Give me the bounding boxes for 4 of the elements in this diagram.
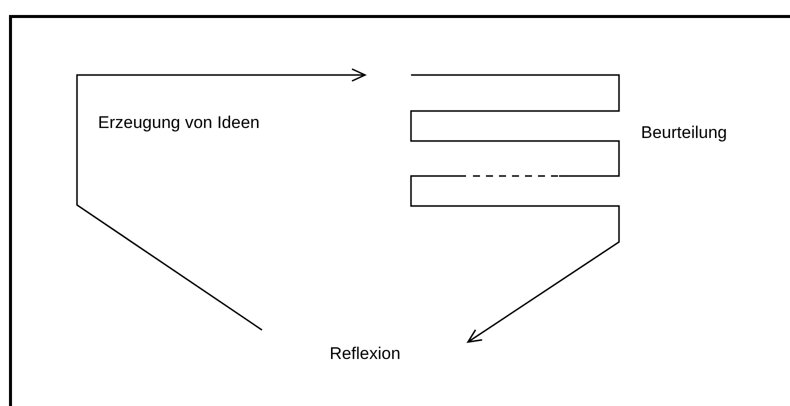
arrow <box>76 68 366 331</box>
arrow <box>467 207 620 343</box>
stage-label: Reflexion <box>330 342 400 364</box>
stage-label: Beurteilung <box>641 122 728 144</box>
